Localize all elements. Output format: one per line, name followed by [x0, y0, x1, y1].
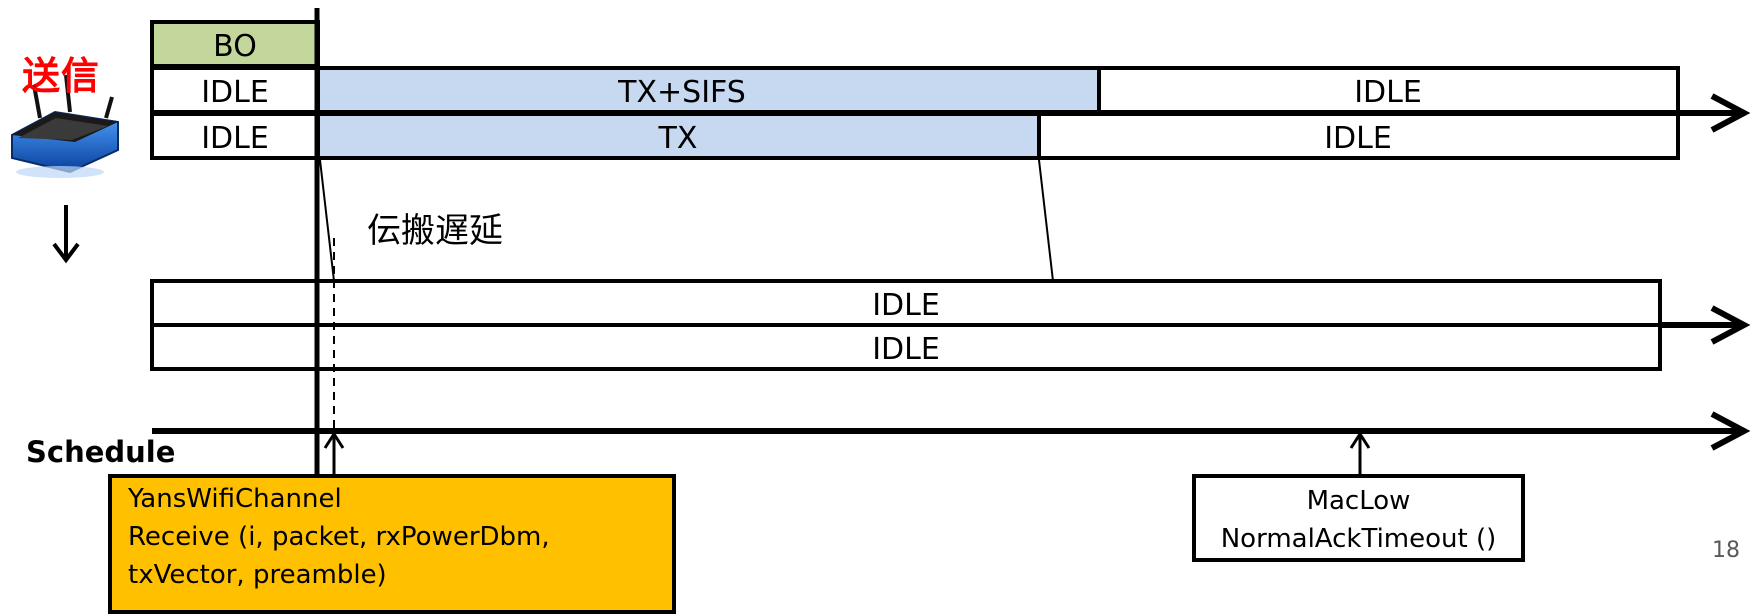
bo-box — [150, 20, 320, 68]
sender-row2-tx-label: TX — [658, 121, 698, 156]
propagation-delay-label: 伝搬遅延 — [367, 211, 503, 251]
propagation-line-start — [319, 159, 335, 282]
maclow-event-line2: NormalAckTimeout () — [1220, 524, 1497, 554]
slide-number: 18 — [1712, 538, 1740, 563]
maclow-event-pointer — [1349, 431, 1371, 474]
yans-event-pointer — [323, 431, 345, 474]
sender-label: 送信 — [22, 54, 101, 98]
yans-event-line3: txVector, preamble) — [128, 560, 387, 590]
sender-row1-idle-end-label: IDLE — [1354, 75, 1422, 110]
maclow-event-line1: MacLow — [1306, 486, 1411, 516]
sender-time-axis — [152, 93, 1751, 133]
arrow-down-icon — [52, 205, 80, 264]
propagation-line-end — [1038, 159, 1054, 282]
schedule-time-axis — [152, 411, 1751, 451]
sender-row2-idle-start-label: IDLE — [201, 121, 269, 156]
wifi-router-icon — [11, 74, 119, 178]
sender-row1-idle-start-label: IDLE — [201, 75, 269, 110]
bo-label: BO — [213, 29, 257, 64]
schedule-label: Schedule — [26, 435, 176, 469]
yans-event-line1: YansWifiChannel — [128, 484, 342, 514]
yans-event-line2: Receive (i, packet, rxPowerDbm, — [128, 522, 550, 552]
maclow-timeout-event-box: MacLow NormalAckTimeout () — [1192, 474, 1525, 562]
sender-row2-idle-end — [1037, 112, 1680, 160]
receiver-row2-idle-label: IDLE — [872, 332, 940, 367]
receiver-row1-idle — [150, 279, 1662, 327]
yans-receive-event-box: YansWifiChannel Receive (i, packet, rxPo… — [108, 474, 676, 614]
receiver-row2-idle — [150, 323, 1662, 371]
sender-row1-tx-sifs-label: TX+SIFS — [617, 75, 746, 110]
receiver-row1-idle-label: IDLE — [872, 288, 940, 323]
sender-row2-idle-end-label: IDLE — [1324, 121, 1392, 156]
receiver-time-axis — [1660, 305, 1751, 345]
